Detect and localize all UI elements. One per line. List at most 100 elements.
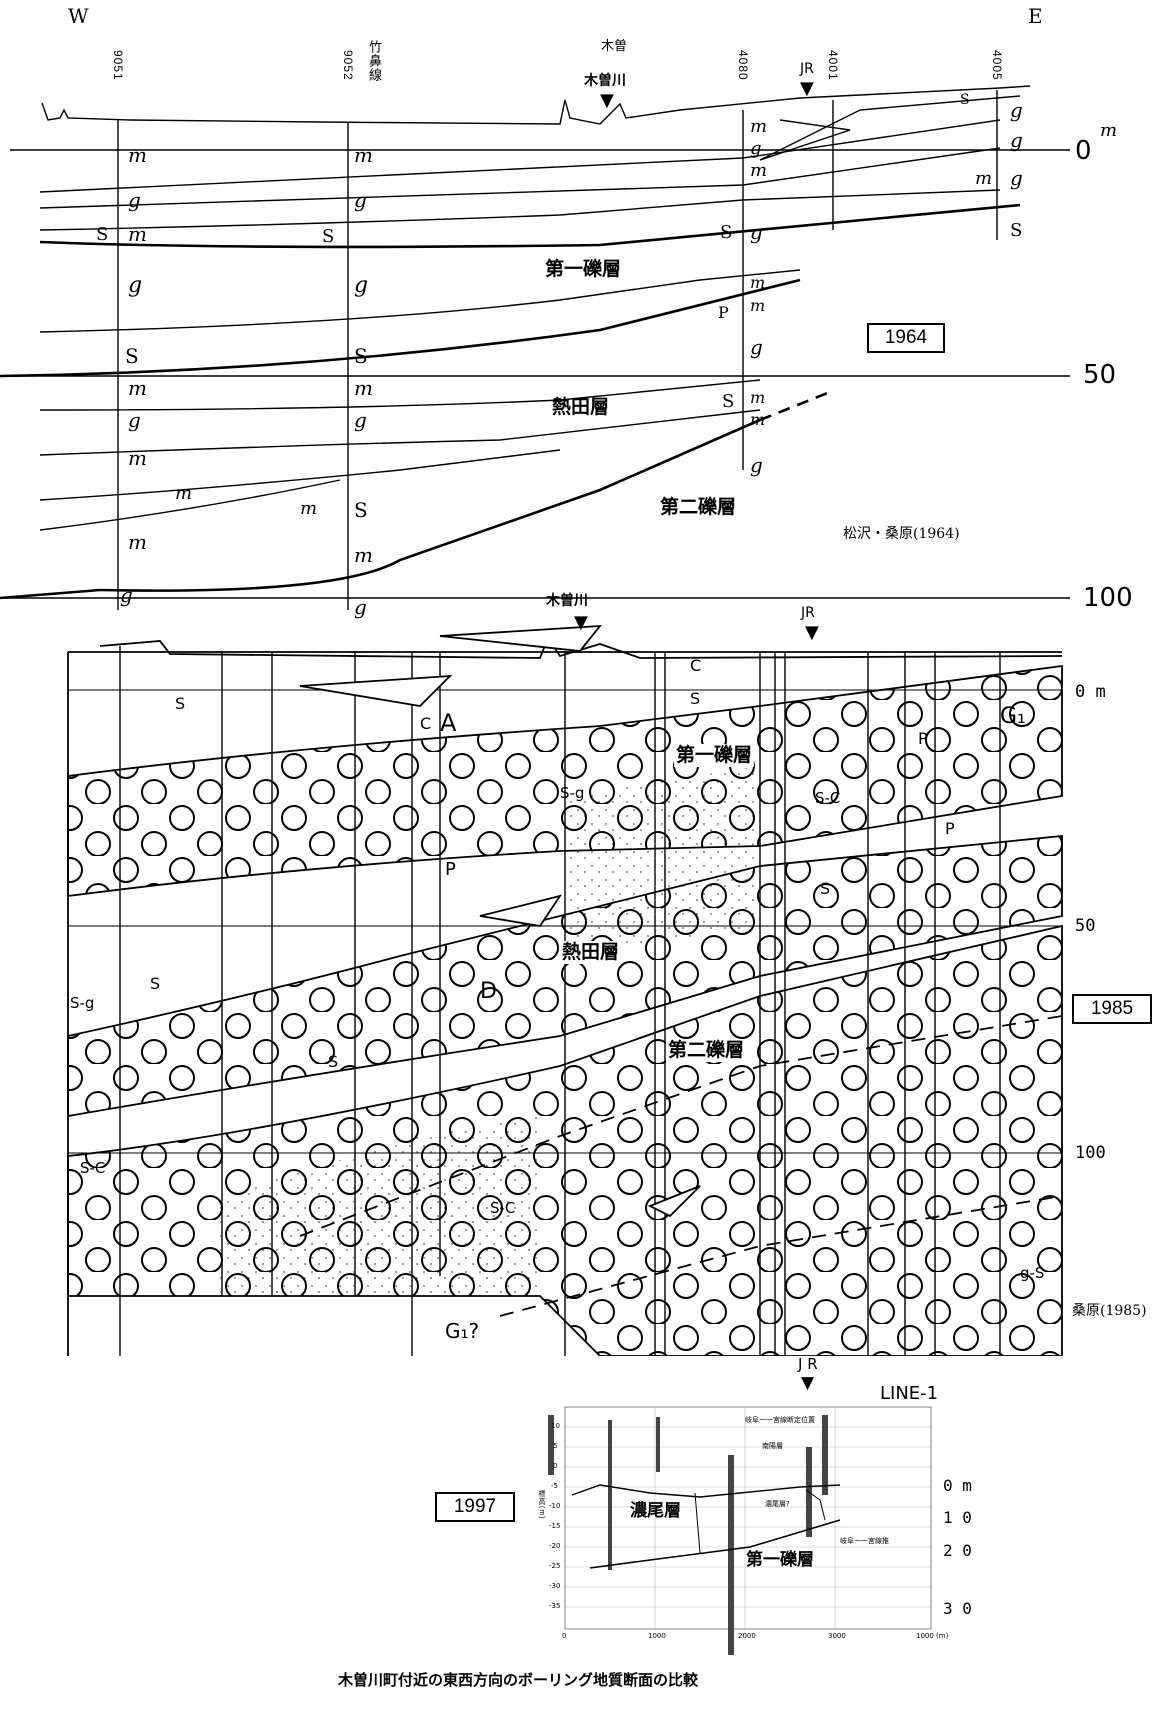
- litho-m: m: [175, 483, 193, 504]
- litho-g: g: [354, 188, 367, 212]
- panel-1964: W E 9051 9052 4080 4001 4005 竹鼻線 木曽 木曽川 …: [0, 0, 1176, 620]
- year-badge-1997: 1997: [435, 1492, 515, 1522]
- litho-m: m: [750, 160, 768, 181]
- litho-s: S: [820, 879, 831, 898]
- y-tick: -35: [549, 1602, 561, 1610]
- section-1964-lines: [0, 85, 1070, 610]
- unit-second-gravel: 第二礫層: [666, 1039, 747, 1062]
- x-tick: 3000: [828, 1632, 846, 1640]
- litho-g: g: [750, 335, 763, 359]
- rail-label: JR: [800, 61, 814, 77]
- litho-g: g: [750, 453, 763, 477]
- depth-label-30: 3 0: [943, 1599, 972, 1618]
- river-label-1985: 木曽川: [546, 593, 588, 609]
- x-tick: 1000: [648, 1632, 666, 1640]
- litho-s: S: [175, 694, 186, 713]
- litho-s: S: [328, 1052, 339, 1071]
- litho-c: C: [420, 714, 432, 733]
- rail-label-1985: JR: [801, 605, 815, 621]
- depth-label-0: 0 m: [1075, 682, 1106, 702]
- annotation-lower: 岐阜ー一宮線推: [840, 1537, 889, 1545]
- depth-label-100: 100: [1075, 1143, 1106, 1163]
- litho-m: m: [128, 143, 147, 167]
- litho-s: S: [322, 226, 335, 247]
- litho-m: m: [354, 543, 373, 567]
- source-1964: 松沢・桑原(1964): [843, 526, 960, 542]
- year-badge-1964: 1964: [867, 323, 945, 353]
- litho-m: m: [975, 168, 993, 189]
- unit-second-gravel: 第二礫層: [660, 496, 737, 518]
- litho-g: g: [354, 273, 369, 298]
- litho-sc: S-C: [490, 1199, 516, 1217]
- litho-s: S: [1010, 220, 1023, 241]
- litho-g: g: [354, 408, 367, 432]
- depth-label-50: 50: [1083, 360, 1117, 390]
- depth-label-0: 0: [1075, 136, 1092, 166]
- litho-a: A: [440, 709, 457, 737]
- litho-p: P: [945, 819, 955, 838]
- river-top-label: 木曽: [601, 39, 628, 54]
- litho-s: S: [960, 92, 970, 108]
- litho-p: P: [445, 859, 456, 880]
- litho-s: S: [690, 689, 701, 708]
- river-arrow-icon: ▼: [600, 90, 614, 111]
- y-tick: 10: [551, 1422, 560, 1430]
- litho-m: m: [750, 273, 766, 292]
- litho-m: m: [128, 530, 147, 554]
- borehole-label-4001: 4001: [826, 50, 840, 81]
- litho-g1: G₁: [1000, 704, 1026, 729]
- unit-first-gravel: 第一礫層: [674, 744, 755, 767]
- panel-1997: J R ▼ LINE-1 岐阜ー一宮線断定位置 南陽層 濃尾層? 岐阜ー一宮線推…: [0, 1355, 1176, 1665]
- rail-arrow-icon: ▼: [805, 622, 819, 643]
- depth-label-100: 100: [1083, 583, 1133, 613]
- borehole-label-9052: 9052: [341, 50, 355, 81]
- litho-sg: S-g: [560, 784, 585, 802]
- litho-m: m: [128, 376, 147, 400]
- litho-p: P: [918, 729, 928, 748]
- unit-nobi: 濃尾層: [630, 1501, 681, 1521]
- y-tick: 5: [553, 1442, 558, 1450]
- axis-label: 標高(m): [538, 1490, 545, 1520]
- litho-s: S: [125, 344, 139, 368]
- y-tick: -25: [549, 1562, 561, 1570]
- rail-arrow-icon: ▼: [800, 78, 814, 99]
- compass-east: E: [1028, 4, 1043, 28]
- borehole-label-4005: 4005: [990, 50, 1004, 81]
- litho-p: P: [718, 303, 729, 322]
- compass-west: W: [68, 4, 89, 28]
- litho-s: S: [354, 498, 368, 522]
- y-tick: -15: [549, 1522, 561, 1530]
- litho-s: S: [720, 222, 733, 243]
- line-label-takehana: 竹鼻線: [367, 40, 382, 82]
- litho-g: g: [1010, 98, 1023, 122]
- litho-m: m: [354, 143, 373, 167]
- litho-s: S: [96, 224, 109, 245]
- gravel-band-first: [67, 664, 1063, 898]
- x-tick: 2000: [738, 1632, 756, 1640]
- gravel-band-second-upper: [67, 835, 1063, 1118]
- x-tick: 0: [562, 1632, 567, 1640]
- unit-first-gravel: 第一礫層: [545, 258, 622, 280]
- litho-m: m: [750, 410, 766, 429]
- litho-g: g: [128, 188, 141, 212]
- litho-g: g: [750, 220, 763, 244]
- litho-c: C: [690, 656, 702, 675]
- litho-m: m: [354, 376, 373, 400]
- litho-s: S: [722, 391, 735, 412]
- source-1985: 桑原(1985): [1072, 1303, 1147, 1319]
- litho-d: D: [480, 979, 497, 1004]
- depth-label-50: 50: [1075, 916, 1096, 936]
- litho-m: m: [750, 116, 768, 137]
- litho-m: m: [300, 498, 318, 519]
- litho-sc: S-C: [815, 789, 841, 807]
- river-arrow-icon: ▼: [574, 612, 588, 633]
- litho-gs: g-S: [1020, 1264, 1045, 1282]
- borehole-label-9051: 9051: [111, 50, 125, 81]
- figure-caption: 木曽川町付近の東西方向のボーリング地質断面の比較: [338, 1671, 699, 1689]
- section-1985-lines: [67, 624, 1063, 1356]
- rail-label-1997: J R: [798, 1355, 818, 1373]
- unit-atsuta: 熱田層: [560, 941, 622, 964]
- borehole-label-4080: 4080: [736, 50, 750, 81]
- litho-g: g: [1010, 166, 1023, 190]
- ground-surface: [41, 85, 1031, 125]
